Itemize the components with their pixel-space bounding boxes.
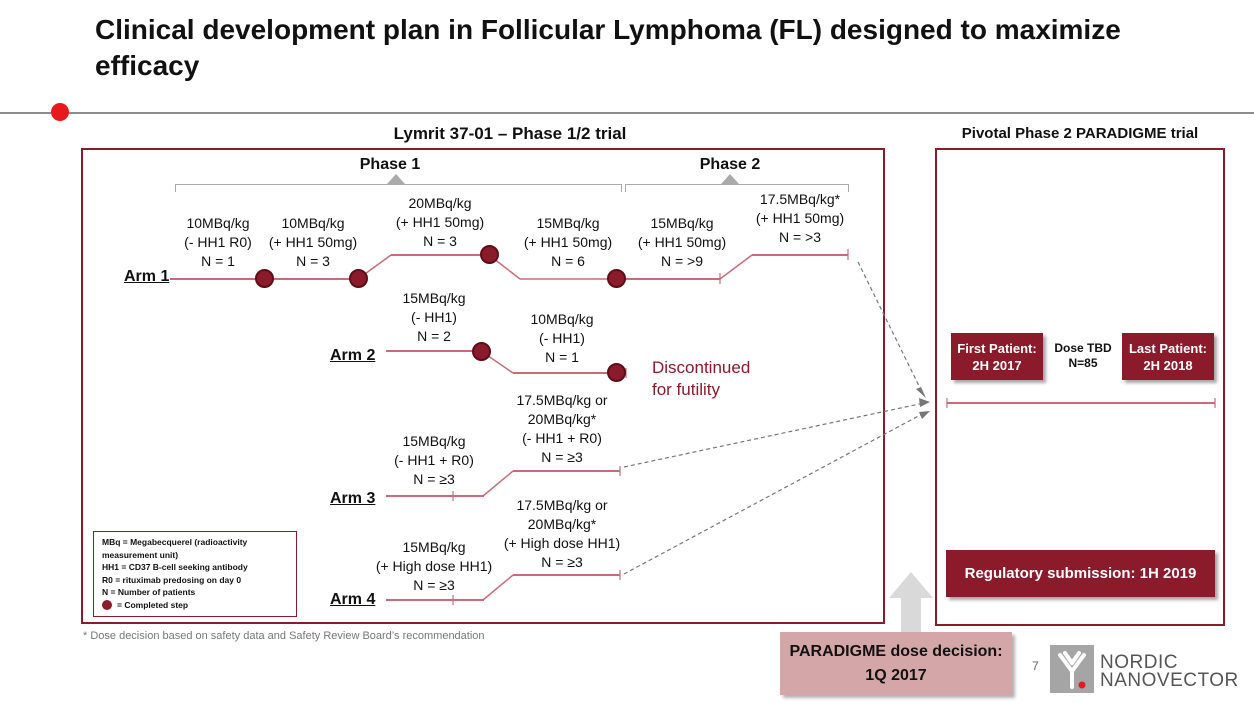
left-panel [81,148,885,624]
arm1-label: Arm 1 [124,268,170,285]
arm4-line [386,599,484,601]
completed-step-legend-icon [102,600,112,611]
dose-decision-box: PARADIGME dose decision:1Q 2017 [780,632,1012,695]
regulatory-submission-box: Regulatory submission: 1H 2019 [946,550,1215,597]
arm3-line [513,470,620,472]
arm2-step1: 15MBq/kg(- HH1)N = 2 [402,290,466,344]
left-panel-header: Lymrit 37-01 – Phase 1/2 trial [393,124,627,143]
completed-step-dot [349,269,368,288]
arm1-step2: 10MBq/kg(+ HH1 50mg)N = 3 [268,215,358,269]
phase2-bracket [625,184,849,192]
arm2-label: Arm 2 [330,347,376,364]
phase2-label: Phase 2 [699,156,761,173]
arm1-step6: 17.5MBq/kg*(+ HH1 50mg)N = >3 [755,191,845,245]
phase1-label: Phase 1 [359,156,421,173]
arm3-step1: 15MBq/kg(- HH1 + R0)N = ≥3 [394,433,474,487]
arm3-line [386,495,484,497]
arm3-label: Arm 3 [330,490,376,507]
page-title: Clinical development plan in Follicular … [95,14,1121,81]
completed-step-dot [472,342,491,361]
completed-step-dot [607,269,626,288]
arm1-step1: 10MBq/kg(- HH1 R0)N = 1 [184,215,252,269]
right-panel [935,148,1225,626]
arm2-line [513,372,626,374]
arm1-line [617,278,720,280]
first-patient-box: First Patient:2H 2017 [951,333,1043,380]
title-divider [0,112,1254,114]
accent-dot [51,103,69,121]
page-number: 7 [1032,659,1039,673]
completed-step-dot [607,363,626,382]
arm2-line [386,350,481,352]
arm1-line [391,254,489,256]
pivotal-trial-line [947,402,1215,404]
arm1-step3: 20MBq/kg(+ HH1 50mg)N = 3 [395,195,485,249]
phase1-bracket [175,184,622,192]
phase2-bracket-tip [721,174,739,184]
arm4-line [513,574,620,576]
legend-box: MBq = Megabecquerel (radioactivity measu… [93,531,297,617]
arm2-step2: 10MBq/kg(- HH1)N = 1 [530,311,594,365]
arm1-step4: 15MBq/kg(+ HH1 50mg)N = 6 [523,215,613,269]
phase1-bracket-tip [387,174,405,184]
arm1-step5: 15MBq/kg(+ HH1 50mg)N = >9 [637,215,727,269]
right-panel-header: Pivotal Phase 2 PARADIGME trial [961,125,1199,142]
arm4-label: Arm 4 [330,591,376,608]
last-patient-box: Last Patient:2H 2018 [1122,333,1214,380]
nordic-nanovector-logo-icon [1050,645,1094,693]
arm1-line [752,254,848,256]
footnote: * Dose decision based on safety data and… [83,630,485,642]
completed-step-dot [480,245,499,264]
up-arrow-icon [889,572,933,634]
completed-step-dot [255,269,274,288]
arm4-step1: 15MBq/kg(+ High dose HH1)N = ≥3 [375,539,493,593]
